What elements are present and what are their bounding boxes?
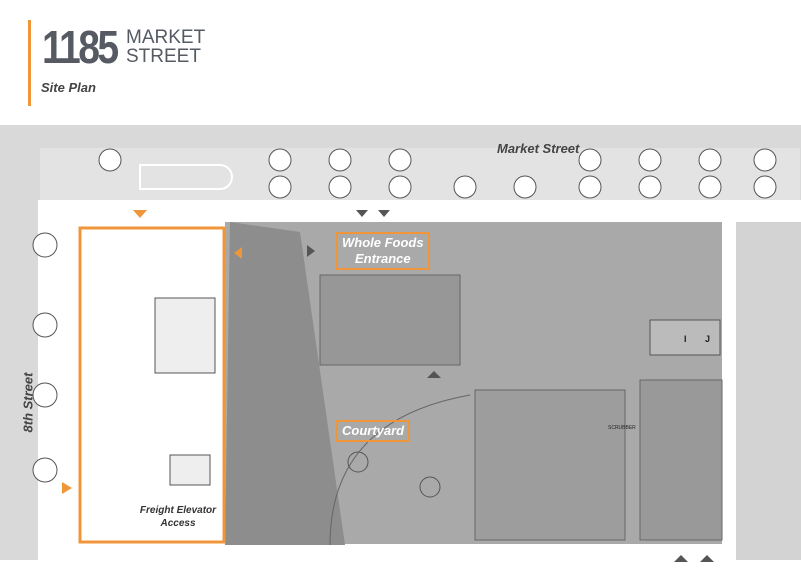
name-line2: STREET: [126, 46, 201, 67]
freight-elevator-area: [78, 226, 226, 544]
market-street-label: Market Street: [497, 141, 580, 156]
planter: [419, 476, 441, 498]
loading-area: [639, 379, 723, 541]
fe-line2: Access: [160, 518, 196, 529]
trees: [32, 148, 777, 483]
alley: [722, 222, 736, 560]
freight-elevator: [169, 454, 211, 486]
paved-plaza: [225, 222, 345, 545]
drop-off-loop: [139, 164, 233, 190]
rooms-i-j: [649, 319, 721, 356]
courtyard-label: Courtyard: [336, 420, 411, 442]
building-number: 1185: [42, 21, 119, 73]
entrance-arrows: [307, 210, 714, 562]
interior-space: [474, 389, 626, 541]
header-accent-bar: [28, 20, 31, 106]
core: [154, 297, 216, 374]
sidewalk: [38, 200, 801, 222]
page-subtitle: Site Plan: [41, 80, 96, 95]
planter: [347, 451, 369, 473]
market-street-road: [40, 148, 800, 200]
fe-line1: Freight Elevator: [139, 505, 217, 516]
whole-foods-space: [319, 274, 461, 366]
entry-arrows: [62, 210, 242, 494]
name-line1: MARKET: [126, 27, 206, 48]
eighth-street-label: 8th Street: [20, 372, 36, 433]
room-i-label: I: [684, 334, 687, 344]
adjacent-parcel: [735, 222, 801, 560]
scrubber-label: SCRUBBER: [608, 425, 636, 431]
room-j-label: J: [705, 334, 711, 344]
wf-line2: Entrance: [354, 251, 411, 266]
courtyard-curve: [329, 394, 471, 546]
wf-line1: Whole Foods: [342, 235, 424, 250]
